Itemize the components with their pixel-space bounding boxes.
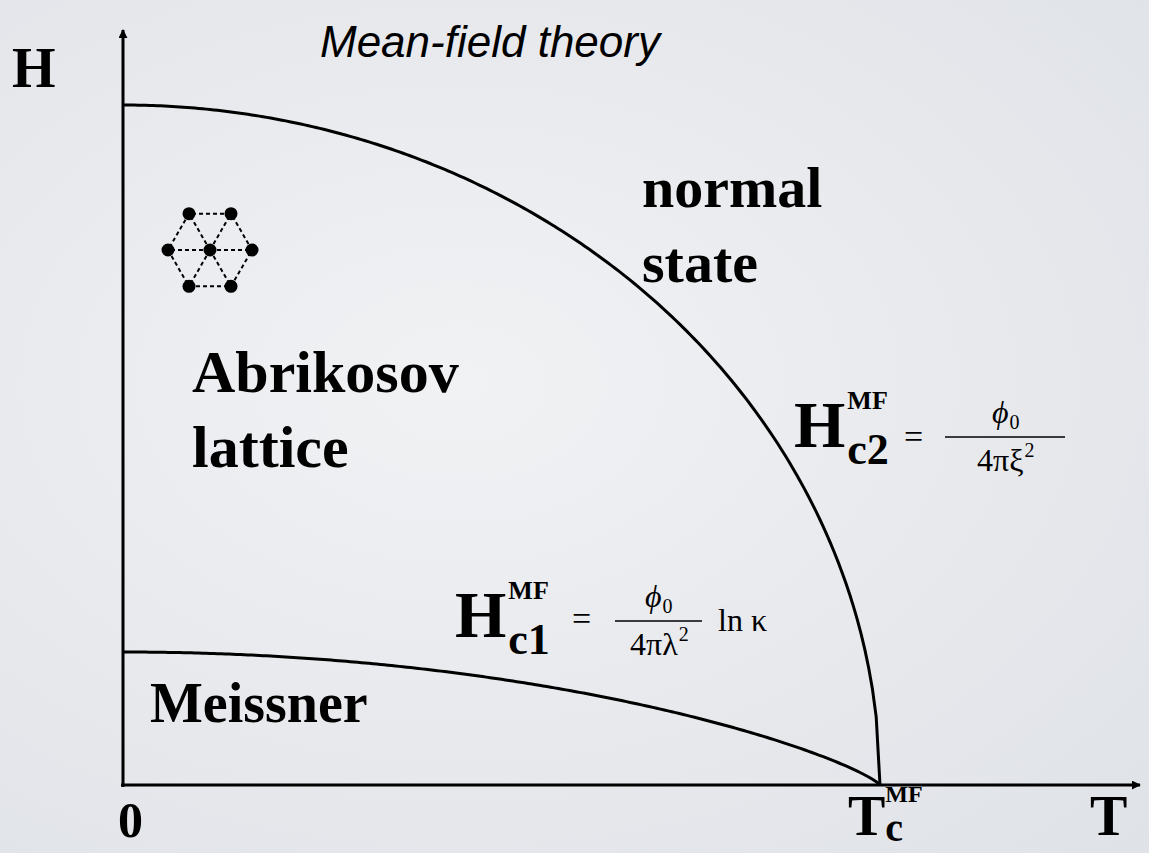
vortex-dot	[204, 244, 217, 257]
formula-denominator: 4πξ	[977, 444, 1023, 476]
subscript: 0	[1010, 412, 1020, 432]
vortex-dot	[183, 207, 196, 220]
t-axis	[121, 784, 1140, 787]
formula-factor: ln κ	[716, 604, 769, 636]
formula-denominator: 4πλ	[630, 628, 678, 660]
region-label: Meissner	[150, 675, 368, 731]
subscript: c2	[847, 428, 889, 472]
vortex-dot	[225, 280, 238, 293]
region-label: normal state	[642, 150, 912, 301]
flux-quantum-symbol: ϕ	[645, 580, 662, 612]
vortex-dot	[183, 280, 196, 293]
diagram-title: Mean-field theory	[320, 20, 660, 64]
equals-sign: =	[904, 420, 923, 454]
superscript: 2	[1024, 440, 1034, 460]
vortex-dot	[162, 244, 175, 257]
field-symbol: H	[794, 392, 845, 458]
subscript: c	[885, 808, 903, 848]
axis-label: H	[12, 40, 56, 96]
flux-quantum-symbol: ϕ	[992, 396, 1009, 428]
superscript: MF	[508, 578, 548, 604]
region-label: Abrikosov lattice	[192, 335, 537, 485]
equals-sign: =	[572, 602, 591, 636]
subscript: c1	[508, 618, 550, 662]
vortex-lattice-icon	[162, 207, 259, 293]
field-symbol: H	[455, 582, 506, 648]
hc1-curve	[123, 652, 880, 785]
h-axis	[122, 30, 125, 787]
axis-label: T	[1090, 788, 1127, 844]
fraction-bar	[945, 436, 1065, 438]
subscript: 0	[663, 596, 673, 616]
axis-origin: 0	[118, 795, 143, 845]
superscript: 2	[679, 624, 689, 644]
superscript: MF	[847, 388, 887, 414]
vortex-dot	[225, 207, 238, 220]
fraction-bar	[615, 620, 702, 622]
superscript: MF	[885, 782, 922, 806]
temperature-symbol: T	[848, 788, 885, 844]
vortex-dot	[246, 244, 259, 257]
